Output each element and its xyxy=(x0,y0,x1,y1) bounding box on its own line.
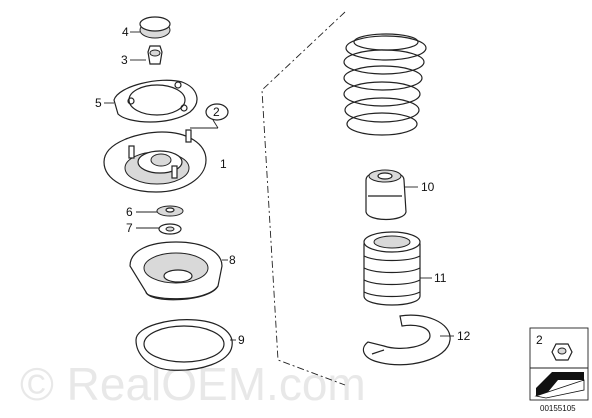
part-small-washer[interactable] xyxy=(158,223,182,235)
callout-1[interactable]: 1 xyxy=(220,157,227,171)
legend-item-number: 2 xyxy=(536,333,543,347)
part-washer[interactable] xyxy=(156,205,184,217)
diagram-id: 00155105 xyxy=(540,404,576,413)
callout-4[interactable]: 4 xyxy=(122,25,129,39)
assembly-frame-line xyxy=(261,11,346,386)
legend-box: 2 xyxy=(529,327,589,401)
part-spring-seat[interactable] xyxy=(129,241,223,301)
part-cap[interactable] xyxy=(139,16,171,39)
part-gasket[interactable] xyxy=(113,79,198,123)
callout-3[interactable]: 3 xyxy=(121,53,128,67)
callout-12[interactable]: 12 xyxy=(457,329,471,343)
part-ring[interactable] xyxy=(135,319,233,371)
callout-5[interactable]: 5 xyxy=(95,96,102,110)
part-coil-spring[interactable] xyxy=(343,33,427,136)
callout-8[interactable]: 8 xyxy=(229,253,236,267)
part-bump-stop[interactable] xyxy=(365,169,407,221)
callout-9[interactable]: 9 xyxy=(238,333,245,347)
callout-11[interactable]: 11 xyxy=(434,271,447,285)
part-lower-pad[interactable] xyxy=(362,314,451,366)
callout-2[interactable]: 2 xyxy=(213,105,220,119)
leader-lines xyxy=(104,31,454,341)
callout-2-circle xyxy=(205,103,229,121)
legend-arrow-icon xyxy=(534,372,585,399)
callout-6[interactable]: 6 xyxy=(126,205,133,219)
part-support-bearing[interactable] xyxy=(103,129,207,193)
callout-7[interactable]: 7 xyxy=(126,221,133,235)
part-dust-boot[interactable] xyxy=(363,231,421,306)
part-nut[interactable] xyxy=(147,45,163,65)
callout-10[interactable]: 10 xyxy=(421,180,435,194)
legend-nut-icon xyxy=(551,343,573,361)
